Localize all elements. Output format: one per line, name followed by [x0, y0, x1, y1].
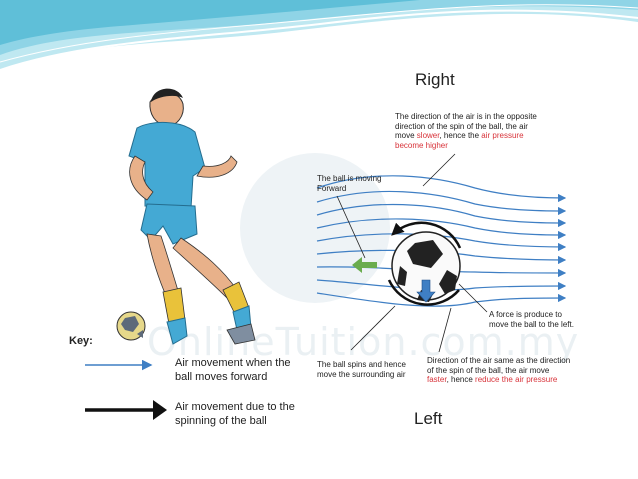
annotation-line: faster, hence reduce the air pressure: [427, 375, 583, 385]
annotation-line: Direction of the air same as the directi…: [427, 356, 571, 365]
diagram-panel: OnlineTuition.com.my: [55, 58, 583, 443]
annotation-top: The direction of the air is in the oppos…: [395, 112, 575, 150]
streamline: [316, 175, 567, 203]
annotation-highlight: air pressure: [481, 131, 524, 140]
streamline: [316, 292, 567, 307]
pointer-line: [336, 195, 366, 259]
key-line: ball moves forward: [175, 371, 268, 383]
annotation-highlight: reduce the air pressure: [475, 375, 558, 384]
streamline: [316, 218, 567, 240]
annotation-line: A force is produce to: [489, 310, 562, 319]
key-blue-description: Air movement when the ball moves forward: [175, 356, 291, 384]
key-black-description: Air movement due to the spinning of the …: [175, 400, 295, 428]
annotation-line: Forward: [317, 183, 347, 193]
annotation-line: The ball spins and hence: [317, 360, 406, 369]
streamline: [316, 279, 567, 291]
slide-header-wave: [0, 0, 638, 71]
streamline: [316, 233, 567, 252]
annotation-line: of the spin of the ball, the air move: [427, 365, 550, 375]
pointer-line: [458, 283, 488, 313]
downward-blue-arrow: [416, 279, 436, 303]
streamline: [316, 190, 567, 216]
annotation-moving-forward: The ball is moving Forward: [317, 174, 397, 193]
annotation-force: A force is produce to move the ball to t…: [489, 310, 583, 329]
pointer-line: [350, 305, 396, 351]
soccer-player: [128, 88, 256, 345]
title-left: Left: [414, 409, 443, 428]
spin-arrow-bottom: [387, 279, 460, 306]
annotation-text: move: [395, 131, 417, 140]
force-arrow-green: [352, 257, 377, 273]
pointer-line: [422, 153, 456, 187]
annotation-text: , hence: [446, 375, 476, 384]
annotation-highlight: slower: [416, 131, 440, 140]
annotation-highlight: faster: [427, 375, 447, 384]
key-label: Key:: [69, 335, 93, 347]
annotation-highlight: become higher: [395, 140, 448, 150]
background-circle: [240, 153, 390, 303]
annotation-line: move the surrounding air: [317, 369, 406, 379]
streamline: [316, 249, 567, 265]
spin-arrow-top: [391, 221, 462, 249]
streamline: [316, 203, 567, 228]
key-line: Air movement when the: [175, 357, 291, 369]
small-football: [116, 311, 146, 341]
annotation-bottom: Direction of the air same as the directi…: [427, 356, 583, 385]
annotation-line: move slower, hence the air pressure: [395, 131, 575, 141]
key-line: Air movement due to the: [175, 401, 295, 413]
annotation-spins: The ball spins and hence move the surrou…: [317, 360, 427, 379]
diagram-graphics: [85, 88, 567, 420]
title-right: Right: [415, 70, 455, 89]
annotation-line: move the ball to the left.: [489, 319, 574, 329]
annotation-text: , hence the: [439, 131, 482, 140]
pointer-line: [438, 307, 452, 353]
annotation-line: direction of the spin of the ball, the a…: [395, 121, 528, 131]
annotation-line: The ball is moving: [317, 174, 382, 183]
annotation-line: The direction of the air is in the oppos…: [395, 112, 537, 121]
watermark-text: OnlineTuition.com.my: [147, 320, 580, 364]
key-line: spinning of the ball: [175, 415, 267, 427]
key-black-arrow: [85, 400, 167, 420]
